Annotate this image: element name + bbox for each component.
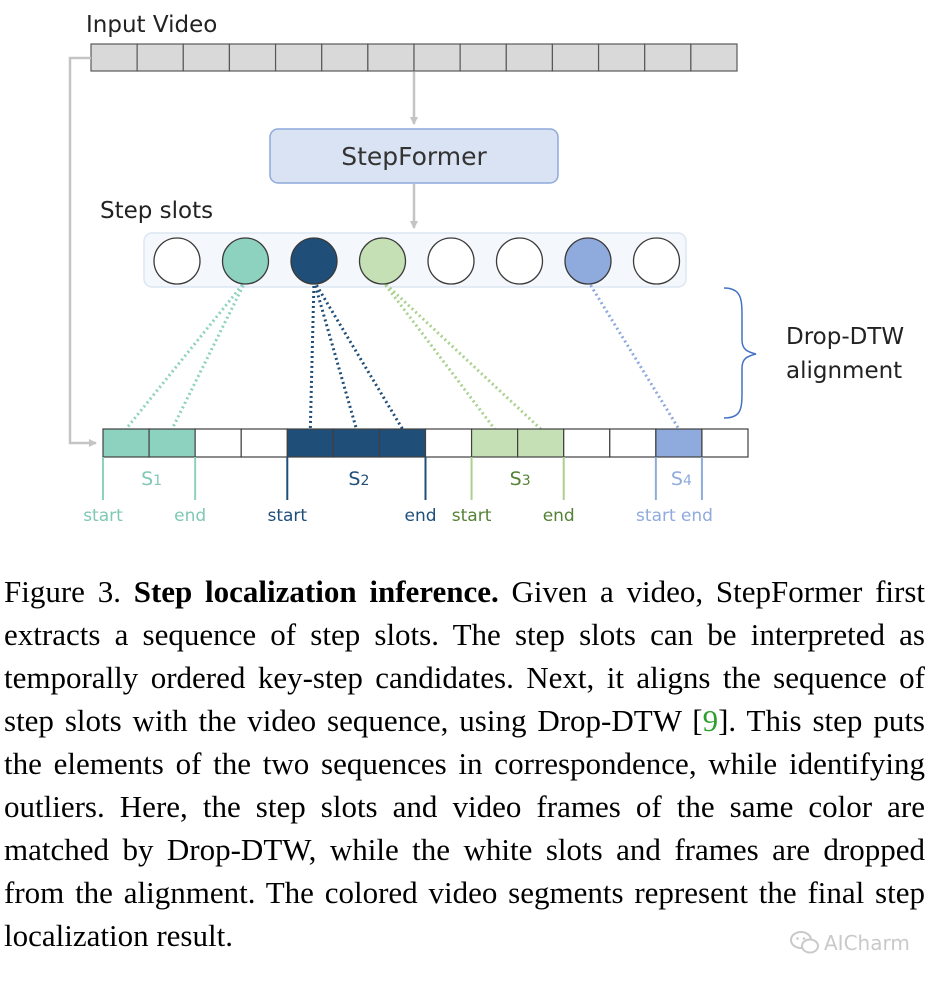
alignment-match-lines bbox=[124, 279, 681, 431]
step-slot bbox=[221, 237, 270, 285]
match-line bbox=[308, 280, 316, 430]
step-slots-container bbox=[143, 232, 687, 288]
match-line bbox=[381, 279, 542, 431]
segment-start-label: start bbox=[636, 506, 676, 526]
caption-title: Step localization inference. bbox=[133, 574, 499, 609]
step-slots-label: Step slots bbox=[100, 198, 213, 224]
watermark: AICharm bbox=[790, 928, 910, 958]
input-frame bbox=[551, 43, 600, 72]
output-frame bbox=[240, 428, 288, 458]
match-line bbox=[170, 280, 247, 430]
watermark-text: AICharm bbox=[824, 931, 910, 955]
step-slots bbox=[153, 237, 681, 285]
stepformer-diagram: Input Video StepFormer Step slots Drop-D… bbox=[68, 12, 904, 526]
output-frame bbox=[148, 428, 196, 458]
output-frame bbox=[609, 428, 657, 458]
match-line bbox=[312, 280, 404, 430]
drop-dtw-label: Drop-DTW bbox=[786, 324, 904, 350]
output-frame bbox=[378, 428, 427, 458]
match-line bbox=[124, 280, 247, 430]
input-frame bbox=[321, 43, 369, 72]
output-frame bbox=[332, 428, 381, 458]
output-frame bbox=[194, 428, 242, 458]
segment-end-label: end bbox=[681, 506, 713, 526]
input-frame bbox=[182, 43, 231, 72]
segment-label: S2 bbox=[348, 468, 369, 490]
segment-end-label: end bbox=[174, 506, 206, 526]
segment-start-label: start bbox=[267, 506, 307, 526]
match-line bbox=[312, 280, 358, 430]
output-frame bbox=[286, 428, 334, 458]
step-slot bbox=[632, 237, 681, 285]
segment-start-label: start bbox=[83, 506, 123, 526]
segment-start-label: start bbox=[452, 506, 492, 526]
segment-s1: S1 start end bbox=[83, 457, 206, 526]
output-frame bbox=[424, 428, 473, 458]
stepformer-label: StepFormer bbox=[341, 142, 487, 171]
input-video-frames bbox=[90, 43, 738, 72]
step-slot bbox=[495, 237, 544, 285]
input-frame bbox=[505, 43, 554, 72]
step-slot bbox=[153, 237, 201, 285]
input-frame bbox=[597, 43, 646, 72]
match-line bbox=[381, 280, 496, 430]
citation-link[interactable]: 9 bbox=[702, 703, 719, 738]
segment-end-label: end bbox=[404, 506, 436, 526]
stepformer-box bbox=[269, 128, 559, 184]
segment-s2: S2 start end bbox=[267, 457, 437, 526]
caption-text-2: ]. This step puts the elements of the tw… bbox=[4, 703, 925, 953]
input-frame bbox=[274, 43, 323, 72]
caption-text-1: Given a video, StepFormer first extracts… bbox=[4, 574, 926, 738]
input-frame bbox=[136, 43, 184, 72]
step-slot bbox=[290, 237, 338, 285]
figure-caption: Figure 3. Step localization inference. G… bbox=[4, 570, 925, 957]
match-line bbox=[586, 280, 681, 430]
drop-dtw-brace bbox=[723, 287, 757, 419]
output-frame bbox=[517, 428, 565, 458]
step-slot bbox=[358, 237, 407, 285]
input-frame bbox=[228, 43, 277, 72]
step-slot bbox=[427, 237, 475, 285]
arrow-input-to-output-frames bbox=[68, 56, 97, 447]
alignment-label: alignment bbox=[786, 358, 902, 384]
step-slot bbox=[564, 237, 612, 285]
input-frame bbox=[90, 43, 138, 72]
input-frame bbox=[644, 43, 692, 72]
input-frame bbox=[690, 43, 738, 72]
figure-label: Figure 3. bbox=[4, 574, 121, 609]
output-frame bbox=[563, 428, 611, 458]
wechat-icon bbox=[790, 931, 819, 954]
input-video-label: Input Video bbox=[86, 12, 217, 38]
segment-label: S4 bbox=[671, 468, 692, 490]
input-frame bbox=[413, 43, 461, 72]
output-frame bbox=[701, 428, 749, 458]
output-frame bbox=[470, 428, 519, 458]
segment-s3: S3 start end bbox=[452, 457, 575, 526]
output-video-frames bbox=[102, 428, 749, 458]
segment-end-label: end bbox=[543, 506, 575, 526]
output-frame bbox=[102, 428, 150, 458]
segment-label: S3 bbox=[510, 468, 531, 490]
segment-label: S1 bbox=[141, 468, 162, 490]
input-frame bbox=[367, 43, 415, 72]
output-frame bbox=[655, 428, 703, 458]
input-frame bbox=[459, 43, 507, 72]
